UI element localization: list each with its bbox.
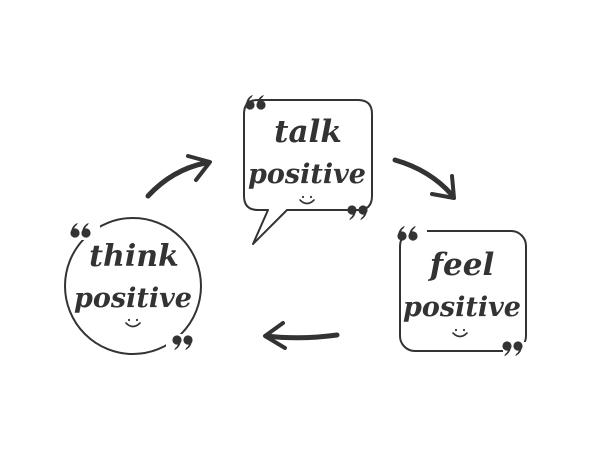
frame-gap (166, 334, 200, 350)
opening-quote-icon (245, 95, 265, 110)
node-label-line2: positive (403, 292, 521, 323)
circle-outline (64, 217, 202, 355)
node-talk-positive: talk positive (243, 95, 373, 245)
rounded-square-outline (399, 230, 527, 352)
arrow-think-to-talk (145, 154, 212, 199)
node-feel-positive: feel positive (397, 226, 533, 356)
smiley-icon (125, 318, 141, 328)
node-label-line1: feel (428, 247, 495, 283)
node-label-line2: positive (74, 283, 192, 314)
node-think-positive: think positive (64, 217, 202, 355)
node-label-line2: positive (248, 159, 366, 190)
closing-quote-icon (347, 205, 367, 220)
node-label-line1: talk (274, 114, 342, 150)
smiley-icon (299, 195, 315, 205)
node-label-line1: think (89, 239, 179, 274)
arrow-feel-to-think (263, 321, 340, 350)
smiley-icon (452, 328, 468, 338)
arrow-talk-to-feel (392, 157, 456, 200)
speech-bubble-outline (243, 99, 373, 245)
